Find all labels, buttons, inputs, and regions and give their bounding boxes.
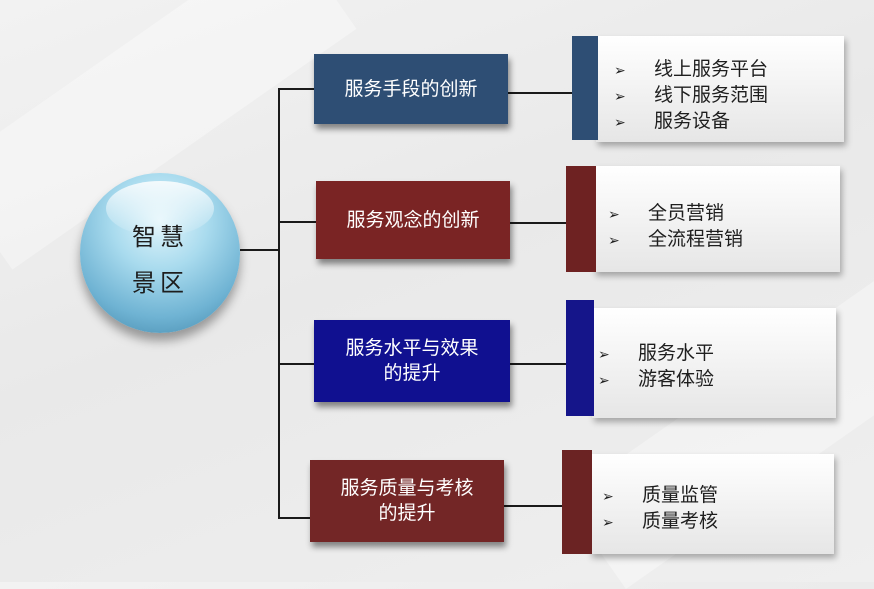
item-label: 质量考核: [642, 510, 719, 532]
connector-detail-1: [508, 92, 574, 94]
arrow-bullet-icon: ➢: [608, 233, 620, 249]
item-label: 全流程营销: [648, 228, 744, 250]
arrow-bullet-icon: ➢: [602, 489, 614, 505]
connector-detail-2: [510, 222, 568, 224]
item-label: 全员营销: [648, 202, 725, 224]
list-item: ➢ 质量监管: [602, 482, 718, 508]
connector-detail-4: [504, 505, 564, 507]
card-spine: [566, 300, 594, 416]
item-label: 服务水平: [638, 342, 715, 364]
detail-card-2: ➢ 全员营销 ➢ 全流程营销: [566, 166, 840, 272]
arrow-bullet-icon: ➢: [598, 373, 610, 389]
center-title-line-1: 智慧: [132, 223, 188, 251]
center-node: 智慧 景区: [80, 173, 240, 333]
arrow-bullet-icon: ➢: [614, 89, 626, 105]
branch-title-line-1: 服务水平与效果: [345, 337, 479, 359]
arrow-bullet-icon: ➢: [602, 515, 614, 531]
detail-card-4: ➢ 质量监管 ➢ 质量考核: [562, 450, 834, 554]
card-item-list: ➢ 服务水平 ➢ 游客体验: [598, 340, 714, 392]
connector-branch-3: [278, 363, 314, 365]
arrow-bullet-icon: ➢: [608, 207, 620, 223]
card-face: [592, 308, 836, 418]
list-item: ➢ 游客体验: [598, 366, 714, 392]
list-item: ➢ 质量考核: [602, 508, 718, 534]
list-item: ➢ 全员营销: [608, 200, 743, 226]
center-title-line-2: 景区: [132, 269, 188, 297]
arrow-bullet-icon: ➢: [614, 63, 626, 79]
card-face: [594, 166, 840, 272]
connector-branch-2: [278, 221, 316, 223]
arrow-bullet-icon: ➢: [614, 115, 626, 131]
list-item: ➢ 全流程营销: [608, 226, 743, 252]
card-item-list: ➢ 全员营销 ➢ 全流程营销: [608, 200, 743, 252]
branch-box-service-quality: 服务质量与考核 的提升: [310, 460, 504, 542]
connector-branch-4: [278, 517, 310, 519]
connector-branch-1: [278, 88, 314, 90]
branch-box-service-concept: 服务观念的创新: [316, 181, 510, 259]
item-label: 游客体验: [638, 368, 715, 390]
list-item: ➢ 线上服务平台: [614, 56, 768, 82]
connector-main: [240, 249, 279, 251]
item-label: 服务设备: [654, 110, 731, 132]
branch-title-line-2: 的提升: [378, 502, 436, 524]
connector-trunk: [278, 88, 280, 519]
detail-card-1: ➢ 线上服务平台 ➢ 线下服务范围 ➢ 服务设备: [572, 36, 844, 142]
item-label: 质量监管: [642, 484, 719, 506]
card-spine: [562, 450, 592, 554]
card-spine: [566, 166, 596, 272]
arrow-bullet-icon: ➢: [598, 347, 610, 363]
item-label: 线上服务平台: [654, 58, 769, 80]
branch-box-service-means: 服务手段的创新: [314, 54, 508, 124]
list-item: ➢ 线下服务范围: [614, 82, 768, 108]
card-face: [590, 454, 834, 554]
item-label: 线下服务范围: [654, 84, 769, 106]
card-item-list: ➢ 质量监管 ➢ 质量考核: [602, 482, 718, 534]
card-item-list: ➢ 线上服务平台 ➢ 线下服务范围 ➢ 服务设备: [614, 56, 768, 134]
branch-title: 服务观念的创新: [346, 208, 480, 231]
sphere-highlight: [106, 181, 214, 236]
card-face: [596, 36, 844, 142]
branch-title-line-2: 的提升: [383, 362, 441, 384]
connector-detail-3: [510, 363, 568, 365]
list-item: ➢ 服务设备: [614, 108, 768, 134]
branch-title-line-1: 服务质量与考核: [340, 477, 474, 499]
list-item: ➢ 服务水平: [598, 340, 714, 366]
card-spine: [572, 36, 598, 140]
detail-card-3: ➢ 服务水平 ➢ 游客体验: [566, 300, 836, 418]
branch-box-service-level: 服务水平与效果 的提升: [314, 320, 510, 402]
branch-title: 服务手段的创新: [344, 77, 478, 100]
